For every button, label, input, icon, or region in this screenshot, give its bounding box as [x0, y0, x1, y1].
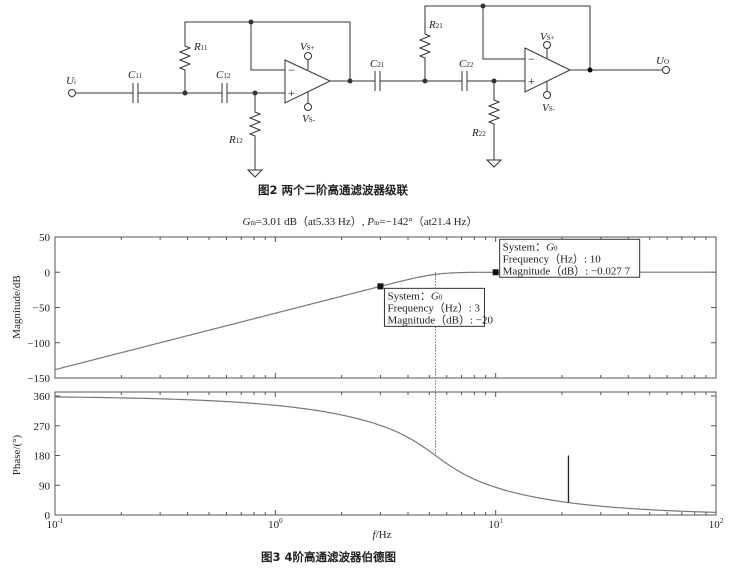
- minus-sign: −: [288, 63, 295, 77]
- label-c21: C21: [370, 58, 385, 70]
- phase-axes: [54, 391, 717, 516]
- input-terminal: [68, 89, 76, 97]
- label-r12: R12: [228, 134, 243, 146]
- x-axis-label: f/Hz: [373, 529, 392, 541]
- datatip-system: System：G0: [387, 290, 442, 302]
- y-tick-label: 90: [39, 480, 51, 492]
- datatip-marker: [492, 269, 499, 276]
- label-r11: R11: [193, 41, 208, 53]
- resistor-r21: [418, 5, 591, 81]
- y-tick-label: −100: [27, 338, 50, 350]
- ground-symbol: [246, 169, 264, 178]
- y-tick-label: 270: [34, 421, 51, 433]
- datatip-magnitude: Magnitude（dB）: −20: [387, 313, 493, 326]
- label-ui: Ui: [66, 75, 76, 87]
- label-vs-plus-2: VS+: [540, 31, 555, 43]
- x-tick-label: 101: [488, 517, 503, 531]
- label-c12: C12: [216, 69, 231, 81]
- x-tick-label: 10-1: [47, 517, 64, 531]
- datatip-box: [499, 238, 641, 278]
- y-tick-label: 50: [39, 232, 51, 244]
- magnitude-ylabel: Magnitude/dB: [11, 275, 23, 339]
- plus-sign: +: [288, 86, 295, 100]
- y-tick-label: 0: [45, 267, 51, 279]
- feedback-wire: [482, 6, 525, 60]
- label-vs-minus-1: VS-: [302, 113, 316, 125]
- datatip-frequency: Frequency（Hz）: 3: [387, 301, 480, 314]
- resistor-r11: [178, 21, 351, 93]
- y-tick-label: 180: [34, 451, 51, 463]
- plus-sign: +: [528, 74, 535, 88]
- chart-title: Gm=3.01 dB（at5.33 Hz）, Pm=−142°（at21.4 H…: [243, 215, 478, 228]
- datatip-marker: [377, 283, 384, 290]
- datatip-system: System：G0: [503, 241, 558, 253]
- label-uo: UO: [656, 55, 669, 67]
- resistor-r22: [487, 81, 501, 160]
- output-terminal: [662, 66, 670, 74]
- y-tick-label: −50: [33, 303, 51, 315]
- figure3-caption: 图3 4阶高通滤波器伯德图: [261, 550, 397, 564]
- resistor-r12: [248, 93, 262, 170]
- label-vs-plus-1: VS+: [300, 41, 315, 53]
- ground-symbol: [485, 159, 503, 168]
- y-tick-label: 0: [45, 510, 51, 522]
- phase-curve: [55, 396, 717, 513]
- y-tick-label: −150: [27, 373, 50, 385]
- label-r22: R22: [471, 127, 486, 139]
- label-vs-minus-2: VS-: [542, 102, 556, 114]
- label-r21: R21: [428, 19, 443, 31]
- datatip-frequency: Frequency（Hz）: 10: [503, 252, 602, 265]
- label-c22: C22: [459, 58, 474, 70]
- datatip-magnitude: Magnitude（dB）: −0.027 7: [503, 264, 631, 277]
- x-tick-label: 102: [709, 517, 724, 531]
- x-tick-label: 100: [268, 517, 283, 531]
- y-tick-label: 360: [34, 391, 51, 403]
- feedback-wire: [250, 22, 285, 71]
- phase-ylabel: Phase/(°): [11, 434, 23, 475]
- minus-sign: −: [528, 52, 535, 66]
- figure2-caption: 图2 两个二阶高通滤波器级联: [258, 183, 409, 197]
- circuit-diagram: Ui C11 R11 C12 R12 VS+ VS- C21 R21 C22 R…: [66, 3, 670, 178]
- label-c11: C11: [128, 69, 143, 81]
- datatip-box: [383, 287, 485, 327]
